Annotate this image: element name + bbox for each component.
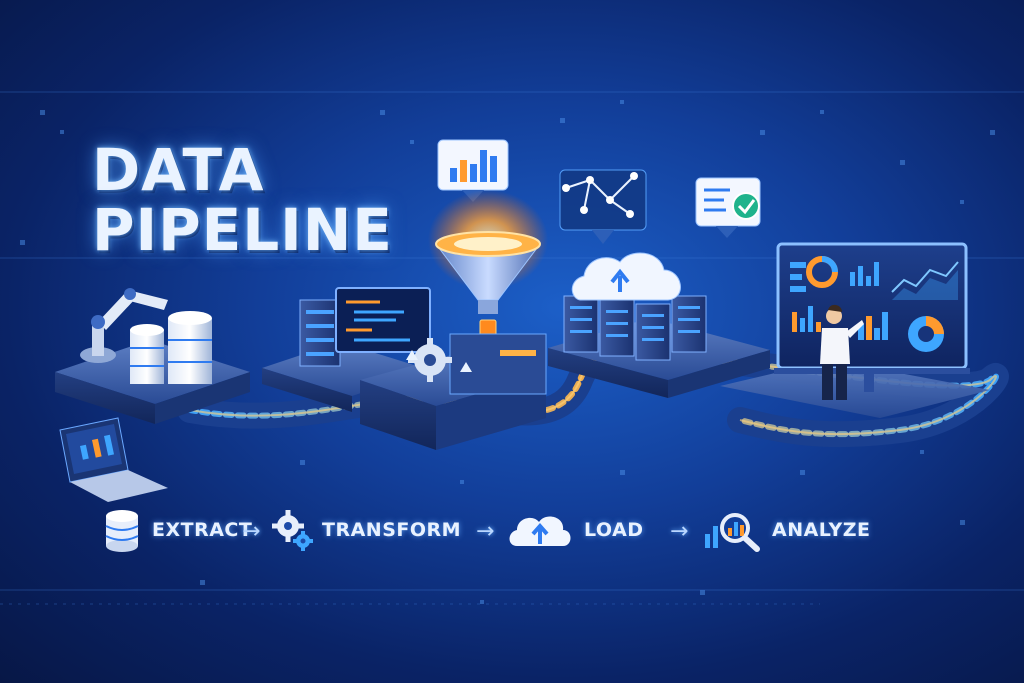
title-line-1: DATA [92, 136, 265, 204]
cloud-upload-icon [571, 252, 681, 301]
analyst-person-icon [820, 304, 864, 400]
title-line-2: PIPELINE [92, 196, 393, 264]
step-label-extract: EXTRACT [152, 519, 253, 541]
load-cloud-platform [548, 252, 770, 398]
transform-funnel-machine [360, 190, 548, 450]
server-rack-icon [299, 299, 341, 367]
database-stack-icon [130, 311, 212, 384]
server-rack-icon [563, 295, 707, 361]
step-label-transform: TRANSFORM [322, 519, 462, 541]
arrow-icon: → [670, 519, 689, 544]
pipeline-steps: EXTRACT → TRANSFORM → LOAD [100, 505, 880, 555]
document-check-card [695, 177, 761, 238]
step-label-analyze: ANALYZE [772, 519, 871, 541]
robot-arm-icon [80, 288, 168, 363]
magnifier-chart-icon [700, 508, 764, 552]
step-extract: EXTRACT [100, 505, 252, 555]
step-label-load: LOAD [584, 519, 644, 541]
code-monitor-icon [335, 287, 431, 353]
analyze-dashboard-platform [720, 242, 990, 418]
step-analyze: ANALYZE [700, 505, 870, 555]
database-icon [100, 508, 144, 552]
step-transform: TRANSFORM [270, 505, 461, 555]
arrow-icon: → [242, 519, 261, 544]
network-graph-card [559, 169, 647, 244]
dashboard-screen [774, 242, 970, 392]
background-pixels [20, 100, 995, 604]
transform-servers-platform [262, 287, 431, 412]
page-title: DATA PIPELINE [92, 136, 393, 264]
gears-icon [270, 508, 314, 552]
step-load: LOAD [504, 505, 644, 555]
cloud-upload-icon [504, 508, 576, 552]
extract-platform [55, 288, 250, 424]
laptop-icon [59, 417, 168, 502]
arrow-icon: → [476, 519, 495, 544]
